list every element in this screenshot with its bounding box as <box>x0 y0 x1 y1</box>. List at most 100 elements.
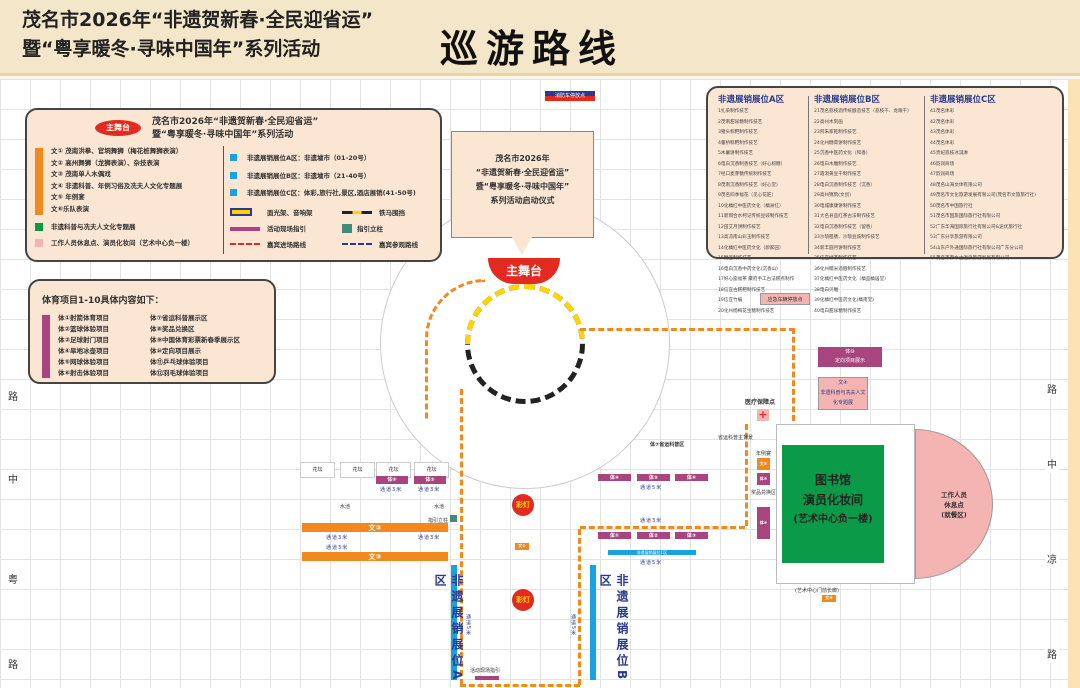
legend-item: 非遗展销展位B区：非遗墟市（21-40号） <box>247 171 371 180</box>
corridor-3m-label: 通道3米 <box>326 545 349 551</box>
legend-item: 工作人员休息点、演员化妆间（艺术中心负一楼） <box>51 239 194 247</box>
legend-panel: 主舞台 茂名市2026年“非遗贺新春·全民迎省运”暨“粤享暖冬·寻味中国年”系列… <box>25 108 442 262</box>
vendor-item: 9茂名四季福花（见心花匠） <box>718 193 777 198</box>
sport-1-booth: 体① <box>598 532 631 539</box>
label: 系列活动启动仪式 <box>490 196 555 205</box>
corridor-5m-label: 通道5米 <box>640 560 663 566</box>
label: 文④ <box>838 380 848 386</box>
culture-4-box: 文④ 非遗科普与冼夫人文化专题展 <box>818 377 868 410</box>
vendor-item: 19信宜竹编 <box>718 298 743 303</box>
legend-item: 嘉宾进场路线 <box>267 241 306 249</box>
lantern-icon: 彩灯 <box>512 494 534 516</box>
header: 茂名市2026年“非遗贺新春·全民迎省运”暨“粤享暖冬·寻味中国年”系列活动 巡… <box>0 0 1080 76</box>
legend-item: 文③ 茂南单人木偶戏 <box>51 170 111 178</box>
main-stage[interactable]: 主舞台 <box>488 258 560 284</box>
sports-title: 体育项目1-10具体内容如下： <box>42 296 164 306</box>
vendor-item: 49茂名市文化旅游发展有限公司(茂名市文旅旅行社) <box>930 193 1036 198</box>
vendor-item: 8茂南沉香制作技艺（好心堂） <box>718 182 781 188</box>
vendor-item: 55茂名市御水古温泉旅游发展有限公司 <box>930 256 1010 261</box>
pillar-icon <box>342 224 352 233</box>
corridor-5m-label: 通道5米 <box>640 485 663 491</box>
culture-6-booth: 文⑥ <box>822 595 836 602</box>
vendor-item: 29高州锦鸦(文创) <box>814 193 851 198</box>
guide-sign-label: 活动现场指引 <box>470 668 501 674</box>
road-right-label: 路 <box>1045 649 1059 663</box>
route-bottom <box>460 684 580 687</box>
vendor-item: 15糖画制作技艺 <box>718 256 752 261</box>
vendor-item: 46韵润商场 <box>930 161 955 167</box>
legend-item: 体⑧奖品兑换区 <box>150 325 195 333</box>
prize-label: 奖品兑换区 <box>751 490 777 496</box>
culture-swatch <box>35 148 43 215</box>
legend-item: 文⑥乐队表演 <box>51 204 90 213</box>
legend-item: 嘉宾参观路线 <box>379 241 418 249</box>
legend-item: 非遗展销展位A区：非遗墟市（01-20号） <box>247 154 371 162</box>
vendor-item: 35信宜绿茶制作技艺 <box>814 256 857 261</box>
label: 茂名市2026年“非遗贺新春·全民迎省运” <box>152 117 319 127</box>
vendor-item: 36化州糯米酒酿制作技艺 <box>814 266 866 272</box>
road-right-label: 凉 <box>1045 554 1059 568</box>
vendor-item: 31大名县品红茶古法制作技艺 <box>814 214 875 219</box>
vendor-item: 26电白木雕制作技艺 <box>814 161 857 167</box>
vendor-item: 7经口麦芽糖传统制作技艺 <box>718 172 772 177</box>
corridor-3m-label: 通道3米 <box>326 535 349 541</box>
vendor-item: 3猪头粽粑制作技艺 <box>718 130 758 135</box>
culture-5-booth: 文⑤ <box>757 458 770 470</box>
vendor-item: 37化橘红中医药文化（橘品橘居堂） <box>814 277 889 282</box>
vendor-item: 2茂南甜尿糖制作技艺 <box>718 119 763 125</box>
library-label: 图书馆 <box>814 473 851 487</box>
label: 暨“粤享暖冬·寻味中国年” <box>475 182 570 191</box>
page-title: 巡游路线 <box>440 27 625 71</box>
sports-panel: 体育项目1-10具体内容如下： 体①射箭体育项目体②篮球体验项目体③足球射门项目… <box>28 279 276 384</box>
light-rig-icon <box>230 208 252 216</box>
legend-item: 体⑥射击体验项目 <box>58 369 110 377</box>
legend-item: 指引立柱 <box>357 225 383 233</box>
pink-swatch <box>35 239 43 247</box>
makeup-sub-label: (艺术中心负一楼) <box>793 514 873 525</box>
label: 工作人员 <box>941 491 967 499</box>
sport-9-booth: 体⑨ <box>757 507 770 539</box>
route-emergency <box>792 328 795 421</box>
vendor-item: 34新丰圆月饼制作技艺 <box>814 245 862 251</box>
legend-item: 文② 高州舞狮（龙狮表演）、杂技表演 <box>51 158 160 167</box>
label: 非遗科普与冼夫人文化专题展 <box>820 390 866 406</box>
vendor-item: 11新垌合水柯记传统豆豉制作技艺 <box>718 214 789 219</box>
library-makeup-room: 图书馆 演员化妆间 (艺术中心负一楼) <box>782 445 884 563</box>
event-title: 茂名市2026年“非遗贺新春·全民迎省运”暨“粤享暖冬·寻味中国年”系列活动 <box>22 6 373 64</box>
route-mid <box>580 526 745 529</box>
legend-item: 面光架、音响架 <box>267 209 313 217</box>
medical-cross-icon[interactable]: + <box>757 408 769 421</box>
label: “非遗贺新春·全民迎省运” <box>475 168 570 177</box>
corridor-3m-label: 通道3米 <box>418 487 441 493</box>
sport-5-booth: 体⑤ <box>414 476 446 484</box>
vendor-divider <box>924 96 925 254</box>
legend-item: 体⑫羽毛球体验项目 <box>150 369 209 377</box>
sport-8-booth: 体⑧ <box>757 473 770 485</box>
title-line-2: 暨“粤享暖冬·寻味中国年”系列活动 <box>22 38 321 60</box>
vendor-item: 22高州木刻画 <box>814 119 843 125</box>
zone-swatch <box>230 189 237 196</box>
road-left-label: 中 <box>6 474 20 488</box>
label: 定向项目展示 <box>834 358 865 364</box>
art-hall-label: (艺术中心门前长廊) <box>795 588 839 594</box>
zone-b-strip <box>590 565 596 680</box>
road-left-label: 路 <box>6 391 20 405</box>
fire-truck-parking: 消防车停放点 <box>545 91 595 101</box>
vendor-item: 45贵妃荔枝冰淇淋 <box>930 151 969 156</box>
sport-4-booth: 体④ <box>598 474 631 481</box>
ceremony-callout: 茂名市2026年 “非遗贺新春·全民迎省运” 暨“粤享暖冬·寻味中国年” 系列活动启动… <box>451 131 594 238</box>
pool: 水池 <box>434 504 445 510</box>
vendor-item: 1扎染制作技艺 <box>718 109 749 114</box>
label: 茂名市2026年 <box>495 154 550 163</box>
legend-item: 非遗展销展位C区：体彩,旅行社,景区,酒店展销(41-50号) <box>247 189 416 197</box>
vendor-item: 10化橘红中医药文化（橘洲红） <box>718 203 784 209</box>
sport-7-label: 体⑦省运科普区 <box>650 442 685 448</box>
sports-swatch <box>42 315 50 378</box>
road-left-label: 粤 <box>6 574 20 588</box>
flower-bed: 花坛 <box>300 462 335 478</box>
